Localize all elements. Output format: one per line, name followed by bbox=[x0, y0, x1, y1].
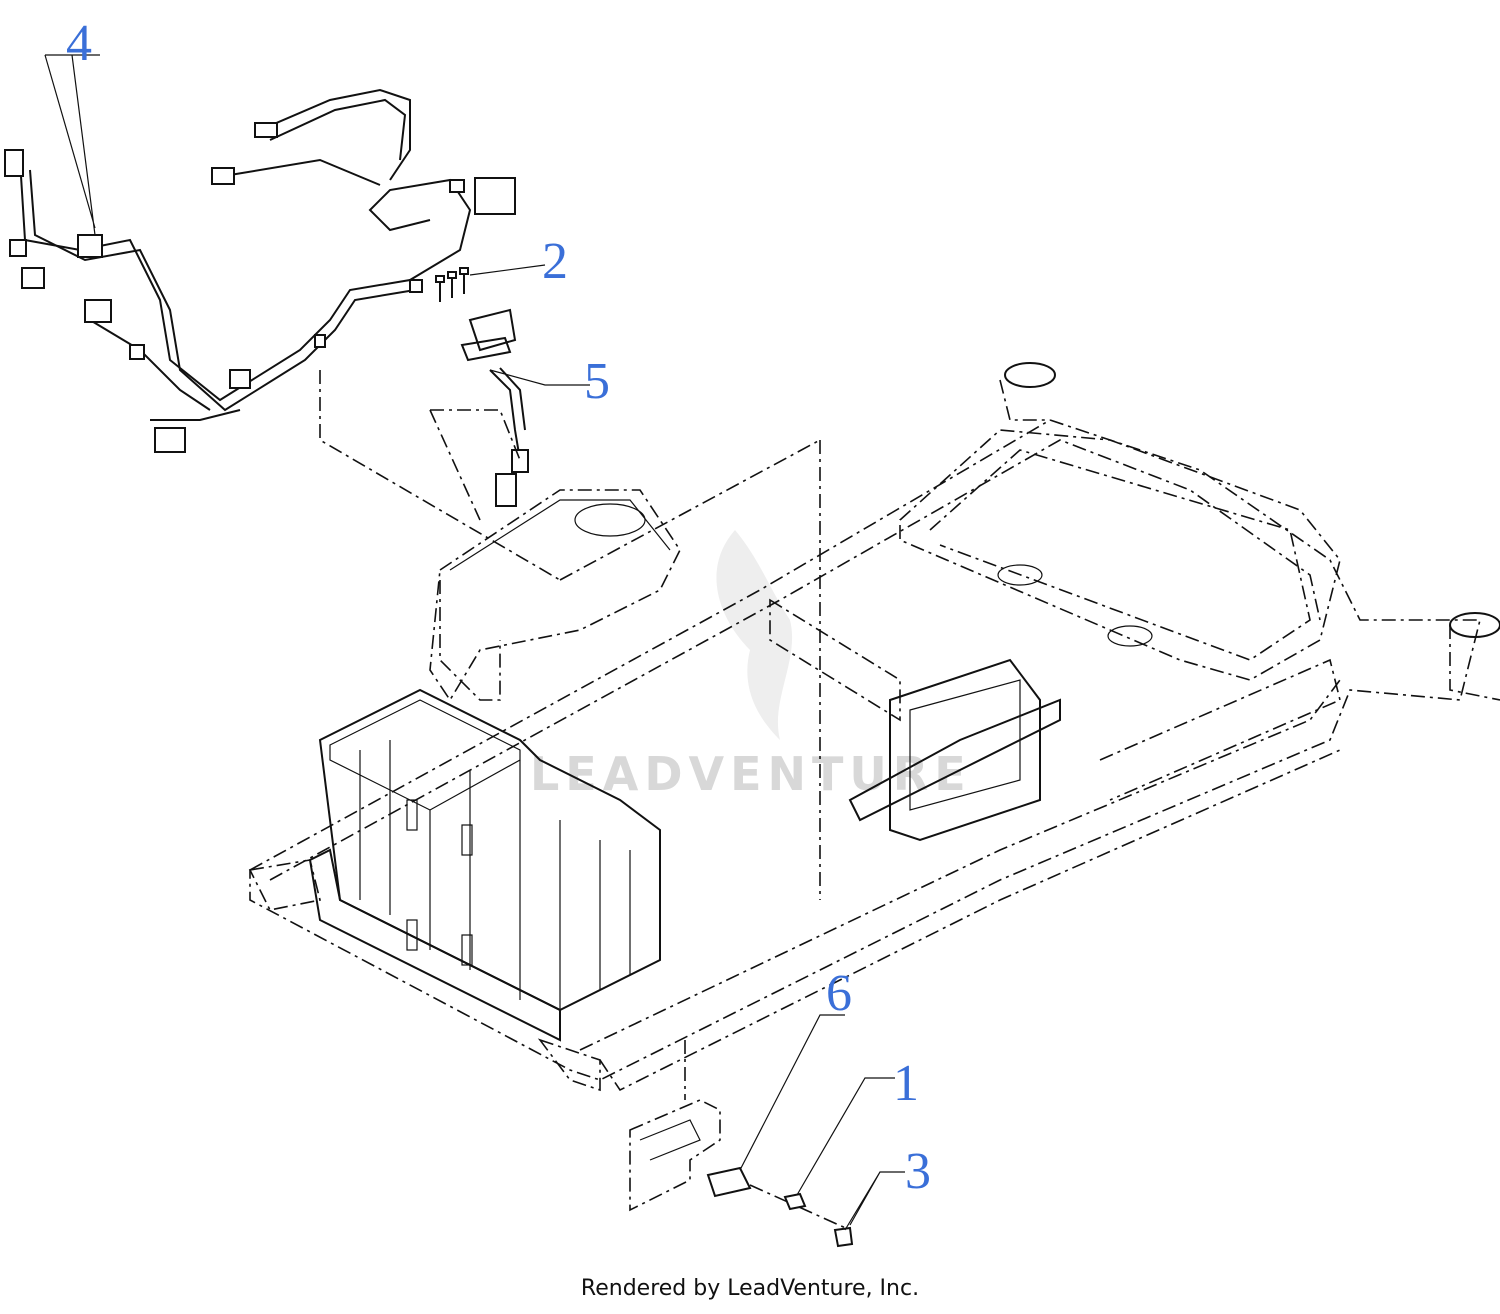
clip-part-1 bbox=[783, 1192, 807, 1211]
callout-4: 4 bbox=[66, 15, 92, 72]
watermark-text: LEADVENTURE bbox=[530, 747, 972, 801]
mower-frame bbox=[249, 362, 1500, 1092]
callout-labels: 4 2 5 6 1 3 bbox=[66, 15, 931, 1200]
battery-pack bbox=[248, 688, 661, 1092]
callout-3: 3 bbox=[905, 1143, 931, 1200]
callout-2: 2 bbox=[542, 233, 568, 290]
module-part-5 bbox=[460, 308, 529, 507]
rendered-by-footer: Rendered by LeadVenture, Inc. bbox=[580, 1276, 920, 1301]
callout-6: 6 bbox=[826, 965, 852, 1022]
upper-housing bbox=[429, 489, 681, 702]
screws-part-2 bbox=[435, 267, 469, 302]
wiring-harness bbox=[4, 88, 516, 453]
watermark: LEADVENTURE bbox=[530, 530, 972, 801]
bracket-assembly bbox=[629, 1099, 854, 1248]
switch-part-6 bbox=[706, 1166, 752, 1198]
callout-1: 1 bbox=[893, 1055, 919, 1112]
callout-5: 5 bbox=[584, 353, 610, 410]
leader-lines bbox=[44, 54, 905, 1231]
nut-part-3 bbox=[833, 1226, 854, 1248]
